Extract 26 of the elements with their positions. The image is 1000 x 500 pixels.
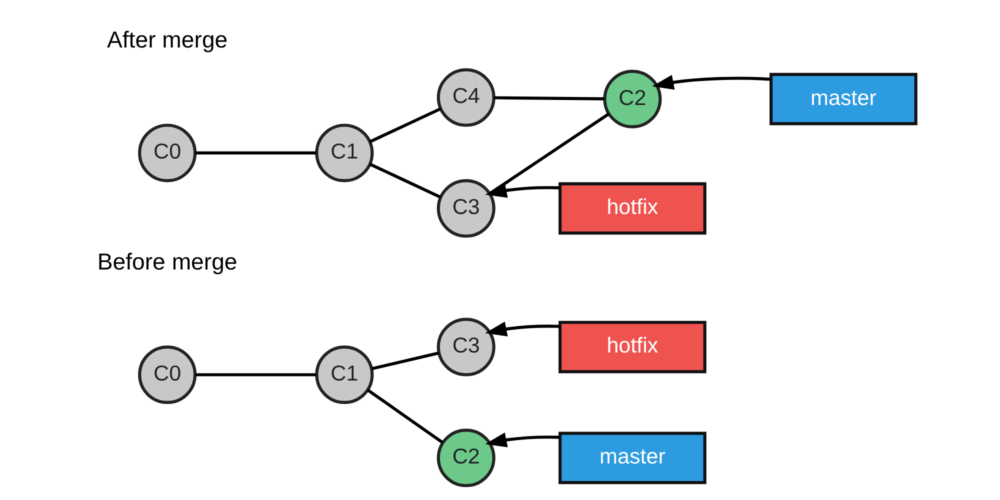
node-box: hotfix <box>558 320 706 374</box>
node-circle: C0 <box>138 124 197 182</box>
connector <box>366 388 444 444</box>
connector <box>195 373 316 376</box>
arrow <box>485 432 560 448</box>
label: Before merge <box>97 248 238 274</box>
connector <box>369 107 442 144</box>
node-circle: C1 <box>315 345 374 404</box>
node-circle: C2 <box>603 70 662 128</box>
node-circle: C3 <box>436 179 496 238</box>
connector <box>369 162 442 199</box>
node-circle: C2 <box>436 428 496 488</box>
arrow <box>485 322 560 336</box>
connector <box>494 96 604 100</box>
connector <box>195 151 316 154</box>
node-circle: C4 <box>436 68 496 127</box>
connector <box>371 352 440 370</box>
arrow <box>485 182 560 198</box>
node-circle: C0 <box>138 345 197 404</box>
label: After merge <box>107 26 228 52</box>
node-box: master <box>558 432 706 484</box>
node-box: master <box>770 72 918 126</box>
node-box: hotfix <box>558 182 706 235</box>
node-circle: C1 <box>315 124 374 182</box>
node-circle: C3 <box>436 318 496 376</box>
arrow <box>652 74 771 90</box>
